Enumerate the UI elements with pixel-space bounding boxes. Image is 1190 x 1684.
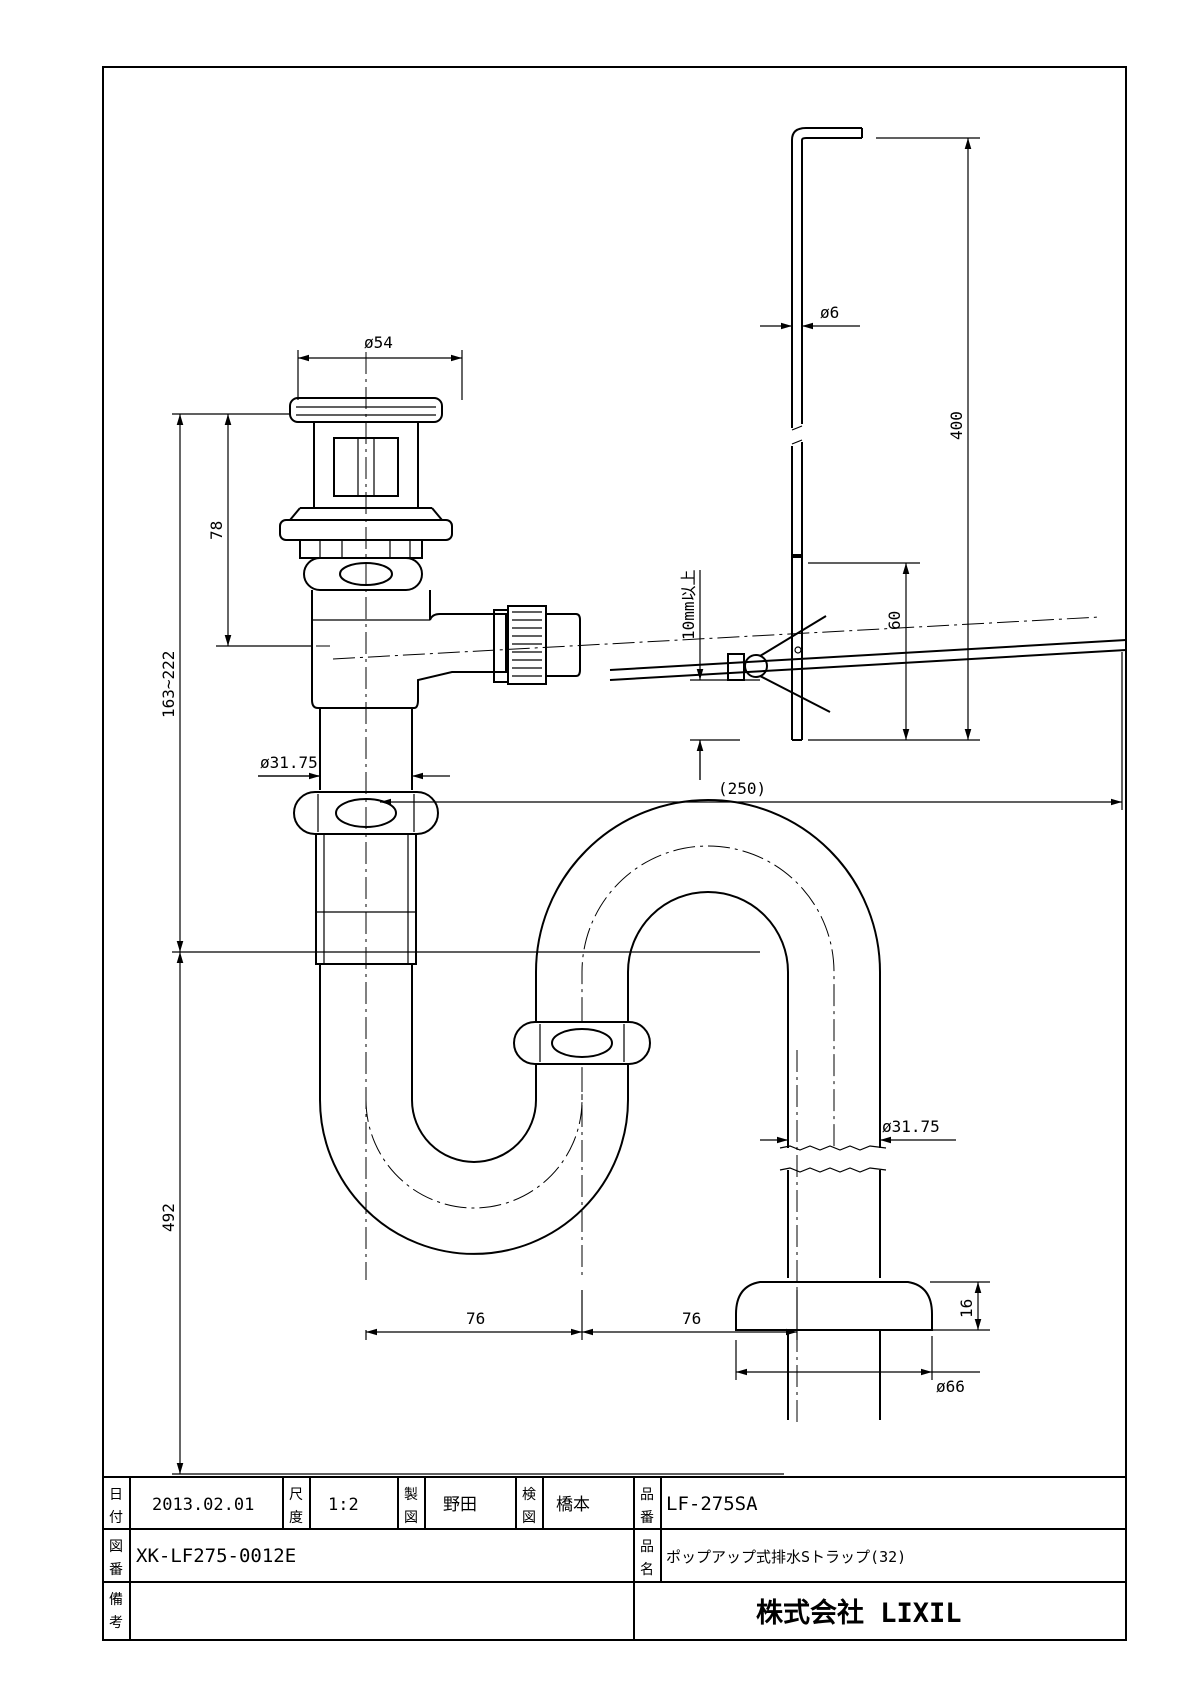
dim-min-clearance: 10mm以上 — [679, 569, 698, 640]
part-no-label-2: 番 — [640, 1510, 654, 1526]
company-logo: 株式会社 LIXIL — [756, 1597, 962, 1629]
drawing-scale: 1:2 — [328, 1495, 359, 1515]
drawing-date: 2013.02.01 — [152, 1495, 254, 1515]
trap-drawing — [279, 127, 1127, 1425]
scale-label-2: 度 — [289, 1510, 303, 1526]
drawing-no-label-2: 番 — [109, 1562, 123, 1578]
part-no-label-1: 品 — [640, 1487, 654, 1503]
slip-sleeve — [315, 833, 417, 965]
lock-nut — [299, 539, 423, 559]
dim-rod-diameter: ø6 — [820, 303, 839, 322]
escutcheon-plate — [735, 1281, 933, 1331]
checked-label-1: 検 — [522, 1487, 536, 1503]
dim-lift-rod-length: (250) — [718, 779, 766, 798]
drawing-no-label-1: 図 — [109, 1539, 123, 1555]
rod-clip — [744, 654, 768, 678]
scale-label-1: 尺 — [289, 1487, 303, 1503]
tee-body — [311, 590, 507, 709]
dim-plate-height: 16 — [957, 1299, 976, 1318]
trap-clamp — [513, 1021, 651, 1065]
dim-rod-length: 400 — [947, 411, 966, 440]
dim-flange-diameter: ø54 — [364, 333, 393, 352]
part-name-label-2: 名 — [640, 1562, 654, 1578]
lever-nut — [507, 605, 547, 685]
drawn-label-2: 図 — [404, 1510, 418, 1526]
part-name-label-1: 品 — [640, 1539, 654, 1555]
dim-offset-right: 76 — [682, 1309, 701, 1328]
dim-trap-height: 492 — [159, 1203, 178, 1232]
drawn-by: 野田 — [443, 1495, 477, 1515]
date-label-2: 付 — [109, 1510, 123, 1526]
dim-head-height: 78 — [207, 521, 226, 540]
drawing-number: XK-LF275-0012E — [136, 1545, 296, 1567]
drawing-border — [102, 66, 1127, 1641]
dimension-lines: ø54 ø6 400 60 10mm以上 78 163~222 492 ø31.… — [159, 137, 1123, 1475]
drawn-label-1: 製 — [404, 1487, 418, 1503]
dim-plate-diameter: ø66 — [936, 1377, 965, 1396]
dim-offset-left: 76 — [466, 1309, 485, 1328]
date-label-1: 日 — [109, 1487, 123, 1503]
checked-by: 橋本 — [556, 1495, 590, 1515]
notes-label-2: 考 — [109, 1615, 123, 1631]
dim-lift-height: 60 — [885, 611, 904, 630]
dim-outlet-diameter: ø31.75 — [882, 1117, 940, 1136]
dim-tail-diameter: ø31.75 — [260, 753, 318, 772]
upper-gasket — [303, 557, 423, 591]
part-number: LF-275SA — [666, 1493, 758, 1515]
part-name: ポップアップ式排水Sトラップ(32) — [666, 1548, 906, 1566]
dim-adjust-range: 163~222 — [159, 651, 178, 718]
title-block: 日 付 尺 度 製 図 検 図 品 番 図 番 品 名 備 考 2013.02.… — [102, 1476, 1127, 1641]
lift-rod — [609, 639, 1127, 671]
s-trap-pipe — [319, 891, 789, 1255]
notes-label-1: 備 — [109, 1592, 123, 1608]
checked-label-2: 図 — [522, 1510, 536, 1526]
